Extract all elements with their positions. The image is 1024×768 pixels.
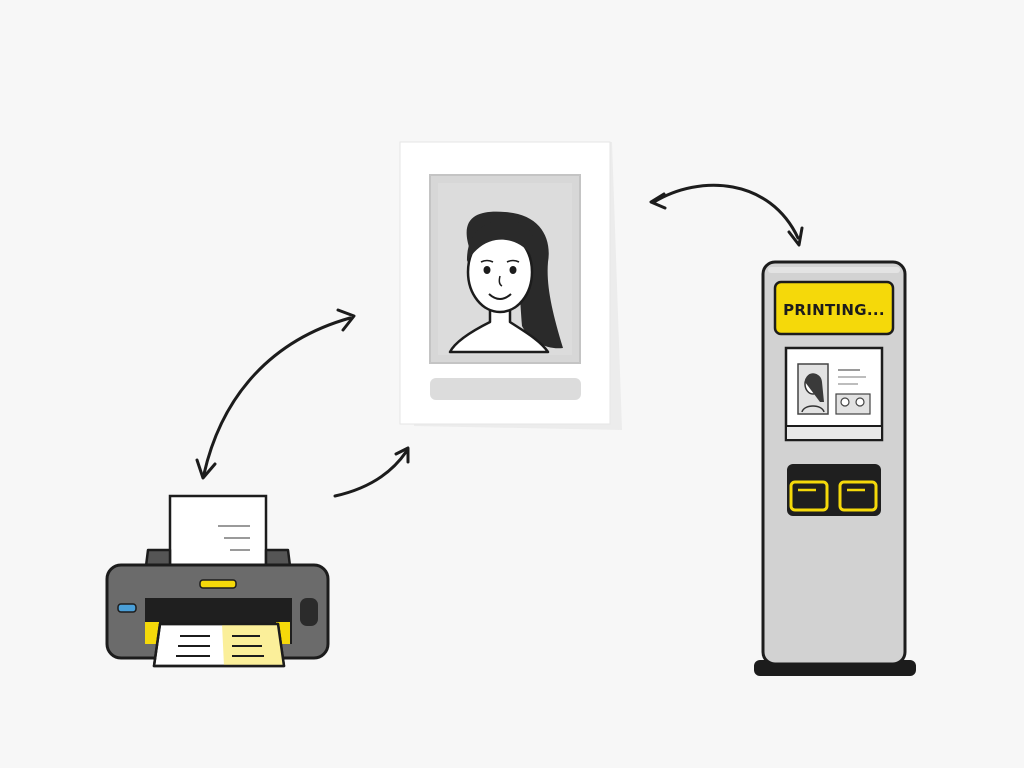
kiosk-status-text: PRINTING... xyxy=(783,301,885,319)
kiosk-print-slot xyxy=(787,464,881,516)
double-arrow-icon xyxy=(195,308,356,480)
portrait-photo-icon xyxy=(399,141,622,430)
double-arrow-icon xyxy=(649,183,804,247)
kiosk-status-banner: PRINTING... xyxy=(773,280,895,336)
arrow-icon xyxy=(333,446,410,498)
photo-kiosk-icon: PRINTING... xyxy=(754,260,916,676)
kiosk-screen xyxy=(784,346,884,442)
printer-icon xyxy=(105,494,330,668)
